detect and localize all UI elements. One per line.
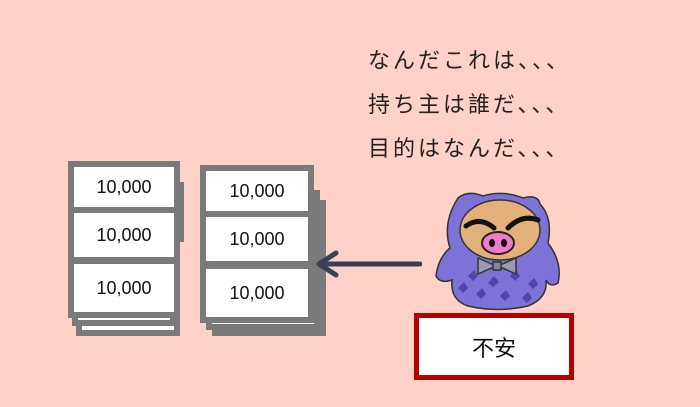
thought-line-3: 目的はなんだ、、、 xyxy=(368,137,571,162)
bill-left-2: 10,000 xyxy=(68,207,180,263)
thought-text: なんだこれは、、、 持ち主は誰だ、、、 目的はなんだ、、、 xyxy=(368,40,571,172)
bill-right-3: 10,000 xyxy=(200,263,314,323)
bill-right-2: 10,000 xyxy=(200,211,314,267)
arrow-left-icon xyxy=(316,250,422,278)
bill-left-1: 10,000 xyxy=(68,161,180,213)
thought-line-2: 持ち主は誰だ、、、 xyxy=(368,93,571,118)
thought-line-1: なんだこれは、、、 xyxy=(368,49,572,74)
anxiety-label-box: 不安 xyxy=(414,313,574,380)
bill-left-3: 10,000 xyxy=(68,258,180,318)
pig-character-icon xyxy=(435,192,560,311)
bill-right-1: 10,000 xyxy=(200,165,314,217)
anxiety-label-text: 不安 xyxy=(471,336,516,362)
